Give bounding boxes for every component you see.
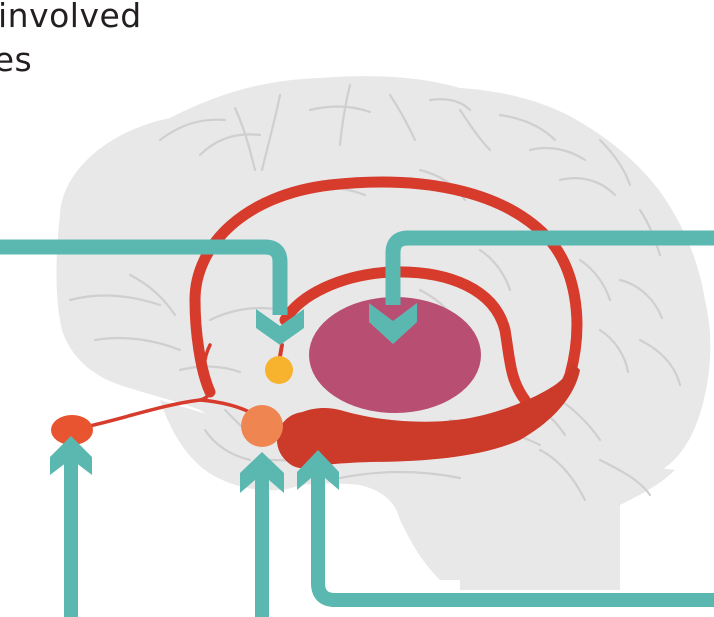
sulcus [178, 365, 242, 374]
sulcus [260, 93, 282, 172]
sulcus [538, 448, 587, 502]
sulcus [598, 138, 632, 187]
red-orange-node [51, 415, 93, 445]
sulcus [158, 118, 227, 142]
lower-red-band [278, 362, 580, 469]
sulcus [308, 105, 372, 114]
sulcus [528, 146, 587, 162]
sulcus [578, 258, 612, 302]
sulcus [598, 328, 630, 374]
sulcus [198, 133, 262, 157]
sulcus [388, 93, 417, 142]
yellow-node [265, 356, 293, 384]
sulcus [203, 428, 252, 462]
outer-red-loop [189, 176, 583, 421]
sulcus [68, 294, 162, 307]
input-arrow-bottom-left-head [50, 436, 92, 475]
sulcus [498, 113, 557, 142]
orange-node [241, 405, 283, 447]
input-arrow-left-top-head [256, 309, 304, 345]
diagram-heading: involved ses [0, 0, 142, 82]
sulcus [558, 177, 617, 197]
sulcus [458, 108, 492, 152]
heading-line-1: involved [0, 0, 142, 35]
input-arrow-bottom-right-shaft [311, 470, 714, 607]
input-arrow-bottom-center-head [240, 452, 284, 493]
sulcus [338, 470, 462, 480]
input-arrow-left-top-shaft [0, 239, 288, 315]
sulcus [598, 458, 652, 497]
sulcus [618, 278, 664, 320]
input-arrow-right-top-shaft [385, 230, 714, 305]
sulcus [428, 98, 472, 112]
sulcus [93, 336, 182, 352]
input-arrow-right-top-head [369, 303, 417, 344]
sulcus [638, 338, 682, 387]
sulcus [478, 248, 512, 292]
thin-red-pathway [78, 343, 212, 430]
sulcus [233, 106, 257, 172]
sulcus [128, 273, 177, 317]
magenta-ellipse [309, 297, 481, 413]
inner-red-loop [279, 266, 531, 406]
sulcus [338, 83, 352, 147]
heading-line-2: ses [0, 40, 33, 79]
input-arrow-bottom-right-head [297, 450, 339, 490]
teal-arrows [0, 230, 714, 617]
